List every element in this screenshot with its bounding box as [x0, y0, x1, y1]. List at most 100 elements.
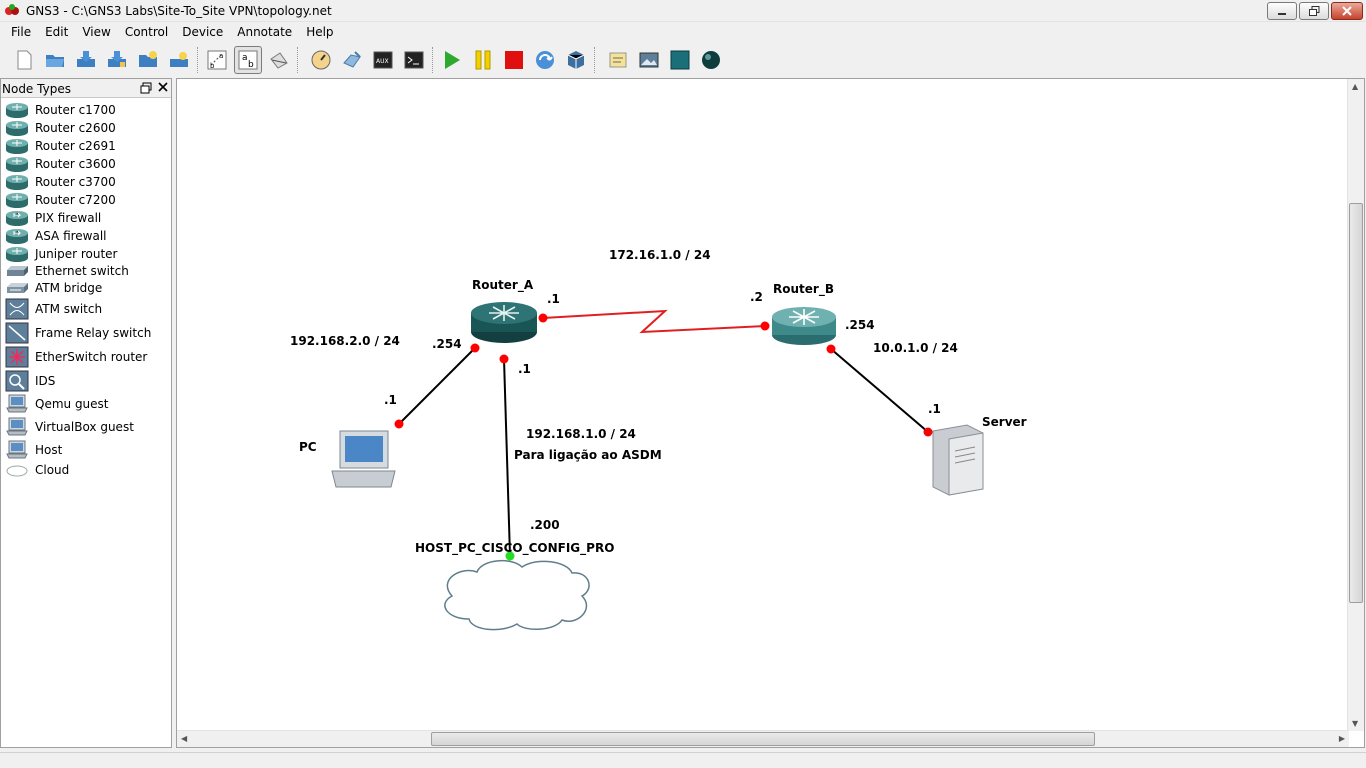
- port-server[interactable]: [923, 427, 933, 437]
- add-note-button[interactable]: [604, 46, 632, 74]
- server-node[interactable]: [932, 424, 984, 496]
- start-button[interactable]: [438, 46, 466, 74]
- menu-control[interactable]: Control: [124, 25, 169, 39]
- ids-icon: [5, 370, 29, 392]
- draw-rectangle-button[interactable]: [666, 46, 694, 74]
- port-router-a-pc[interactable]: [470, 343, 480, 353]
- network-lan-server-note[interactable]: 10.0.1.0 / 24: [873, 341, 958, 355]
- restore-button[interactable]: [1299, 2, 1329, 20]
- node-type-etherswitch-router[interactable]: EtherSwitch router: [1, 345, 171, 369]
- node-type-qemu-guest[interactable]: Qemu guest: [1, 393, 171, 415]
- menu-view[interactable]: View: [82, 25, 111, 39]
- float-dock-icon[interactable]: [140, 82, 152, 94]
- router-icon: [6, 175, 28, 190]
- menu-help[interactable]: Help: [306, 25, 334, 39]
- network-wan-note[interactable]: 172.16.1.0 / 24: [609, 248, 711, 262]
- pix-firewall-icon: [6, 211, 28, 226]
- minimize-icon: [1278, 13, 1286, 15]
- terminal-button[interactable]: [400, 46, 428, 74]
- port-pc[interactable]: [394, 419, 404, 429]
- vertical-scrollbar[interactable]: ▲ ▼: [1347, 79, 1364, 731]
- port-router-a-cloud[interactable]: [499, 354, 509, 364]
- scroll-left-icon[interactable]: ◀: [181, 734, 188, 743]
- stop-button[interactable]: [500, 46, 528, 74]
- close-icon: [1342, 6, 1352, 16]
- close-dock-icon[interactable]: [157, 81, 169, 93]
- menu-annotate[interactable]: Annotate: [237, 25, 293, 39]
- router-b-hostname[interactable]: Router_B: [773, 282, 834, 296]
- router-b-node[interactable]: [772, 307, 836, 345]
- node-type-atm-switch[interactable]: ATM switch: [1, 297, 171, 321]
- ethernet-link-router-a-cloud[interactable]: [503, 358, 511, 557]
- node-type-asa-firewall[interactable]: ASA firewall: [1, 227, 171, 245]
- topology-canvas[interactable]: Router_A Router_B PC Server HOST_PC_CISC…: [176, 78, 1365, 748]
- svg-text:a: a: [219, 52, 223, 60]
- virtualbox-button[interactable]: [562, 46, 590, 74]
- scroll-down-icon[interactable]: ▼: [1352, 719, 1359, 728]
- menu-edit[interactable]: Edit: [45, 25, 69, 39]
- cloud-asdm-note[interactable]: Para ligação ao ASDM: [514, 448, 662, 462]
- node-type-router-c2600[interactable]: Router c2600: [1, 119, 171, 137]
- router-a-node[interactable]: [471, 302, 537, 343]
- server-hostname[interactable]: Server: [982, 415, 1027, 429]
- ethernet-link-router-a-pc[interactable]: [398, 347, 476, 425]
- port-router-b-server[interactable]: [826, 344, 836, 354]
- node-type-pix-firewall[interactable]: PIX firewall: [1, 209, 171, 227]
- pc-node[interactable]: [331, 430, 396, 488]
- console-all-button[interactable]: [307, 46, 335, 74]
- save-project-button[interactable]: [165, 46, 193, 74]
- node-type-cloud[interactable]: Cloud: [1, 461, 171, 479]
- draw-ellipse-button[interactable]: [697, 46, 725, 74]
- node-type-label: Router c7200: [35, 193, 116, 207]
- save-button[interactable]: [72, 46, 100, 74]
- node-type-router-c3700[interactable]: Router c3700: [1, 173, 171, 191]
- save-as-button[interactable]: [103, 46, 131, 74]
- scroll-right-icon[interactable]: ▶: [1338, 734, 1345, 743]
- node-type-ethernet-switch[interactable]: Ethernet switch: [1, 263, 171, 279]
- node-type-juniper-router[interactable]: Juniper router: [1, 245, 171, 263]
- aux-console-button[interactable]: AUX: [369, 46, 397, 74]
- cloud-node[interactable]: [444, 560, 590, 631]
- node-type-virtualbox-guest[interactable]: VirtualBox guest: [1, 416, 171, 438]
- pause-button[interactable]: [469, 46, 497, 74]
- port-router-a-serial[interactable]: [538, 313, 548, 323]
- node-type-router-c7200[interactable]: Router c7200: [1, 191, 171, 209]
- scroll-up-icon[interactable]: ▲: [1352, 82, 1359, 91]
- horizontal-scrollbar[interactable]: ◀ ▶: [177, 730, 1349, 747]
- serial-link-router-a-router-b[interactable]: [542, 309, 766, 334]
- node-types-dock: Node Types Router c1700 Router c2600 Rou…: [0, 78, 172, 748]
- open-project-button[interactable]: [134, 46, 162, 74]
- port-router-b-serial[interactable]: [760, 321, 770, 331]
- close-button[interactable]: [1331, 2, 1363, 20]
- insert-picture-button[interactable]: [635, 46, 663, 74]
- reload-button[interactable]: [531, 46, 559, 74]
- add-link-icon: [270, 52, 288, 69]
- cloud-hostname[interactable]: HOST_PC_CISCO_CONFIG_PRO: [415, 541, 615, 555]
- vertical-scroll-thumb[interactable]: [1349, 203, 1363, 603]
- telnet-all-button[interactable]: [338, 46, 366, 74]
- add-link-button[interactable]: [265, 46, 293, 74]
- node-type-host[interactable]: Host: [1, 439, 171, 461]
- open-icon: [46, 55, 64, 67]
- new-file-button[interactable]: [10, 46, 38, 74]
- menu-file[interactable]: File: [11, 25, 32, 39]
- node-type-ids[interactable]: IDS: [1, 369, 171, 393]
- router-a-hostname[interactable]: Router_A: [472, 278, 534, 292]
- node-type-frame-relay-switch[interactable]: Frame Relay switch: [1, 321, 171, 345]
- network-lan-cloud-note[interactable]: 192.168.1.0 / 24: [526, 427, 636, 441]
- horizontal-scroll-thumb[interactable]: [431, 732, 1095, 746]
- node-type-atm-bridge[interactable]: ATM bridge: [1, 279, 171, 297]
- node-type-router-c1700[interactable]: Router c1700: [1, 101, 171, 119]
- gns3-app-icon[interactable]: [4, 3, 20, 19]
- port-cloud[interactable]: [505, 551, 515, 561]
- ethernet-link-router-b-server[interactable]: [830, 348, 929, 433]
- network-lan-pc-note[interactable]: 192.168.2.0 / 24: [290, 334, 400, 348]
- node-type-router-c2691[interactable]: Router c2691: [1, 137, 171, 155]
- open-button[interactable]: [41, 46, 69, 74]
- pc-hostname[interactable]: PC: [299, 440, 317, 454]
- node-type-router-c3600[interactable]: Router c3600: [1, 155, 171, 173]
- minimize-button[interactable]: [1267, 2, 1297, 20]
- menu-device[interactable]: Device: [182, 25, 224, 39]
